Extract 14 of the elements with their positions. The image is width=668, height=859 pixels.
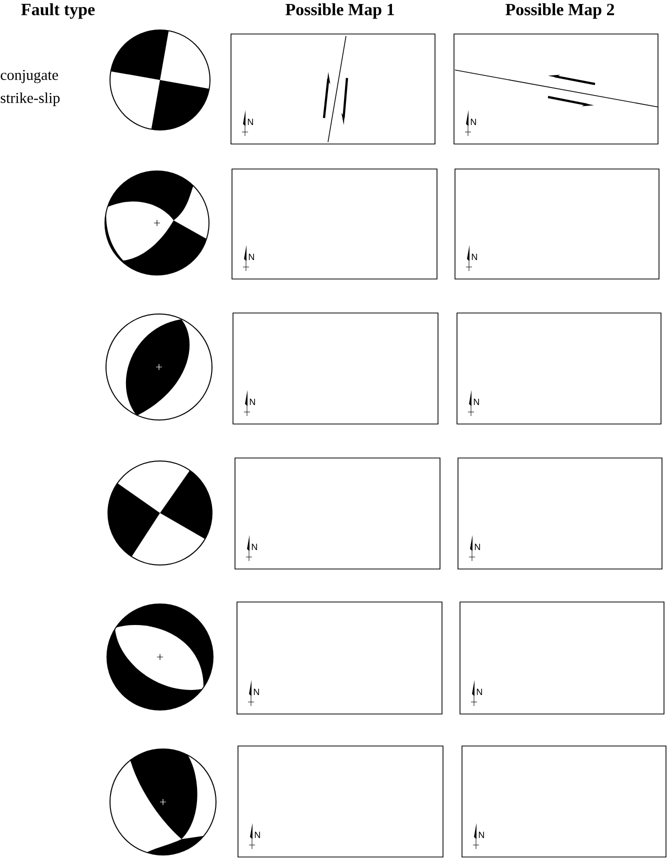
north-label: N [472,254,477,260]
north-label: N [476,688,482,695]
north-label: N [470,118,476,125]
north-label: N [250,398,255,405]
north-label: N [252,544,257,550]
north-label: N [474,398,479,405]
north-label: N [248,118,253,125]
fault-type-label: conjugate strike-slip [0,70,60,106]
north-label: N [474,544,480,550]
north-label: N [254,832,260,838]
north-label: N [254,688,259,695]
north-label: N [478,832,484,838]
column-heading: Fault type [21,3,95,19]
north-label: N [248,254,254,260]
